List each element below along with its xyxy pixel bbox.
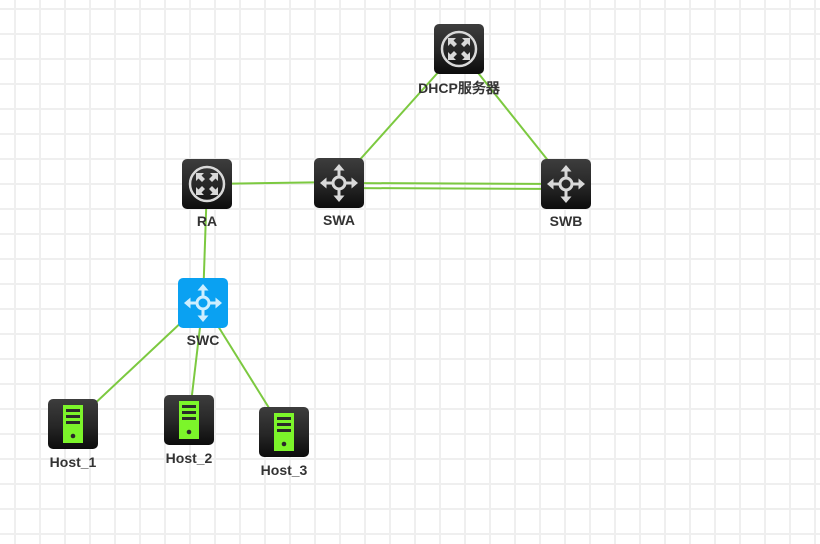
- node-label: Host_2: [165, 450, 213, 466]
- node-host2[interactable]: Host_2: [164, 395, 214, 466]
- node-label: SWC: [186, 332, 220, 348]
- switch-icon: [178, 278, 228, 328]
- node-label: DHCP服务器: [418, 80, 500, 96]
- node-dhcp-server[interactable]: DHCP服务器: [418, 24, 500, 96]
- router-icon: [434, 24, 484, 74]
- node-label: SWB: [549, 213, 583, 229]
- node-label: RA: [196, 213, 218, 229]
- node-host3[interactable]: Host_3: [259, 407, 309, 478]
- switch-icon: [314, 158, 364, 208]
- node-swa[interactable]: SWA: [314, 158, 364, 228]
- link-swa-swb-2[interactable]: [338, 187, 567, 190]
- server-icon: [259, 407, 309, 457]
- server-icon: [48, 399, 98, 449]
- link-swa-swb-1[interactable]: [338, 182, 567, 185]
- node-ra[interactable]: RA: [182, 159, 232, 229]
- server-icon: [164, 395, 214, 445]
- node-label: Host_3: [260, 462, 308, 478]
- node-label: Host_1: [49, 454, 97, 470]
- node-label: SWA: [323, 212, 355, 228]
- node-swb[interactable]: SWB: [541, 159, 591, 229]
- switch-icon: [541, 159, 591, 209]
- node-swc[interactable]: SWC: [178, 278, 228, 348]
- router-icon: [182, 159, 232, 209]
- node-host1[interactable]: Host_1: [48, 399, 98, 470]
